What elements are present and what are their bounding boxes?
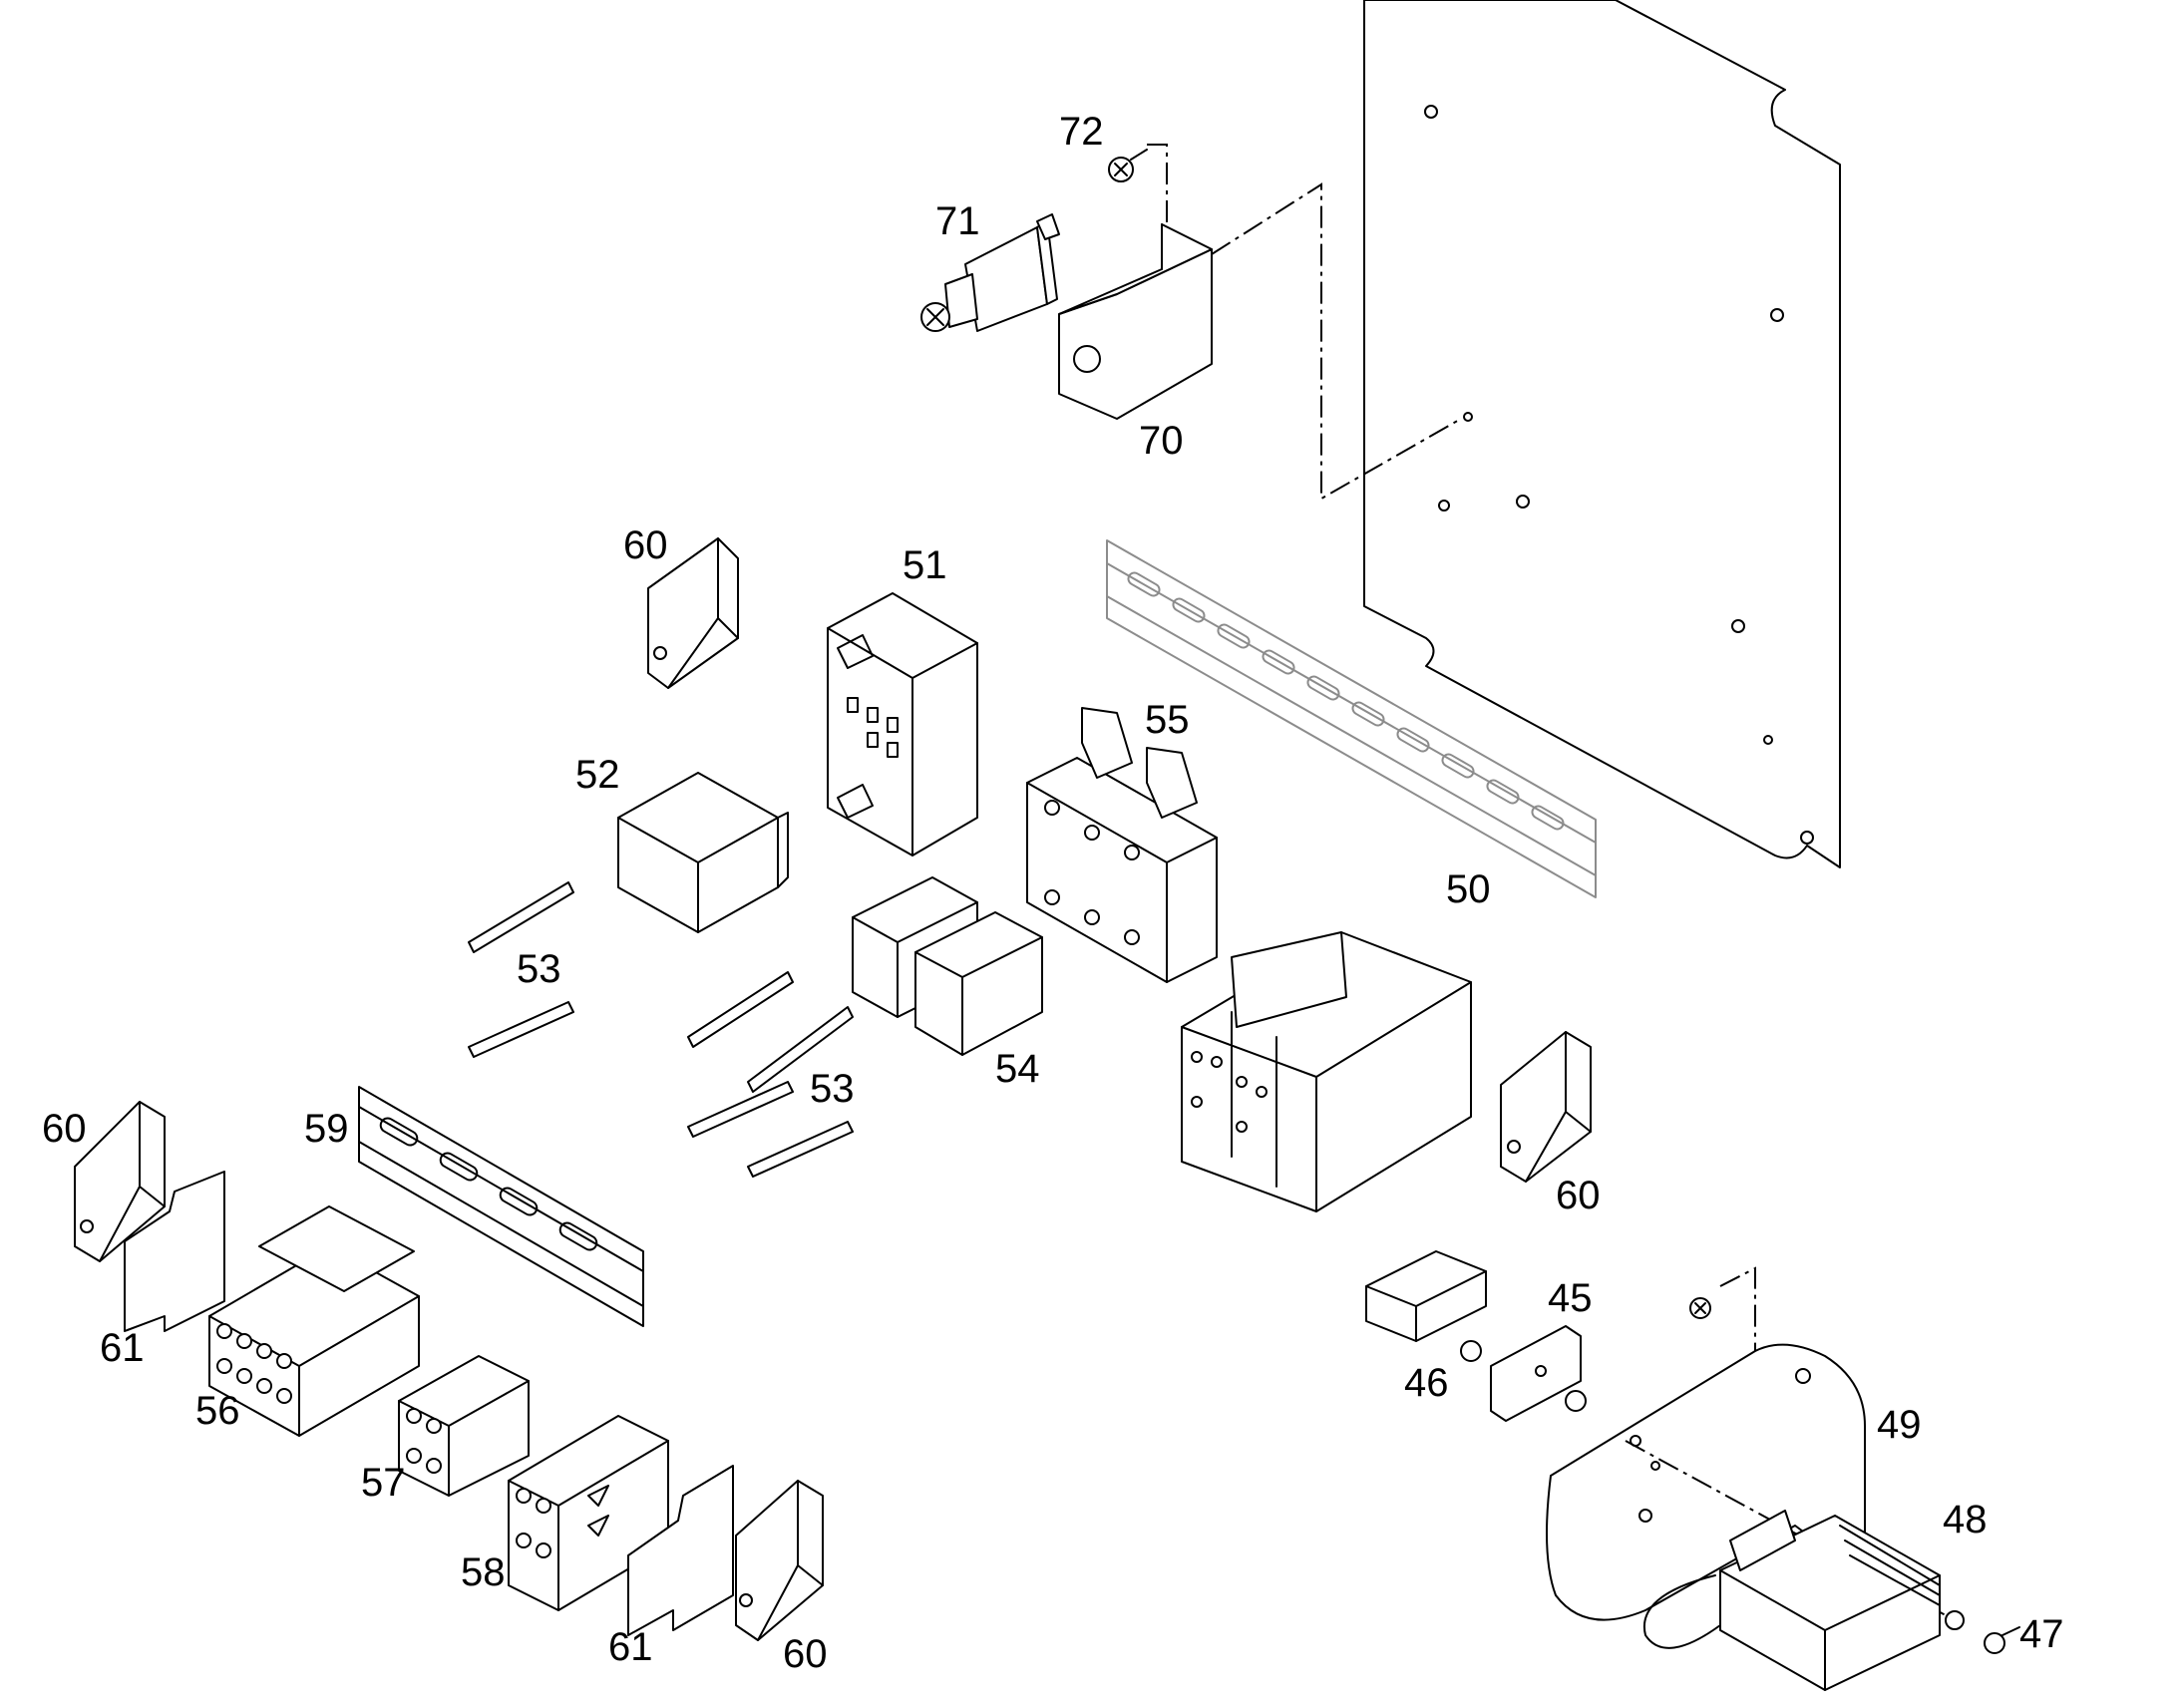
label-70: 70 — [1139, 419, 1184, 463]
push-switch-71 — [920, 213, 1060, 332]
connector-46-45 — [1365, 1250, 1587, 1422]
label-53-right: 53 — [810, 1067, 855, 1111]
label-52: 52 — [575, 753, 620, 797]
bracket-70 — [1058, 223, 1213, 420]
end-stop-60-left — [74, 1101, 166, 1262]
relay-base-55 — [1026, 707, 1218, 983]
relay-52 — [617, 772, 789, 933]
label-54: 54 — [995, 1047, 1040, 1091]
relays-54 — [852, 876, 1043, 1056]
heater-48 — [1642, 1510, 1941, 1691]
mounting-plate — [1363, 0, 1841, 868]
screw-47 — [1945, 1610, 2020, 1654]
label-49: 49 — [1877, 1403, 1922, 1447]
end-stop-60-right — [1500, 1031, 1592, 1183]
label-46: 46 — [1404, 1361, 1449, 1405]
label-51: 51 — [903, 543, 947, 587]
label-61-bottom: 61 — [608, 1625, 653, 1669]
screw-72 — [1108, 149, 1148, 182]
end-plate-61-left — [124, 1171, 225, 1332]
din-rail-59 — [358, 1086, 644, 1327]
label-50: 50 — [1446, 867, 1491, 911]
label-61-left: 61 — [100, 1326, 145, 1370]
label-56: 56 — [195, 1389, 240, 1433]
clips-53 — [468, 881, 854, 1178]
label-60-top: 60 — [623, 523, 668, 567]
label-71: 71 — [935, 199, 980, 243]
label-60-left: 60 — [42, 1107, 87, 1151]
end-stop-60-top — [647, 537, 739, 689]
plate-49 — [1546, 1343, 1866, 1621]
module-50 — [1181, 931, 1472, 1212]
label-48: 48 — [1943, 1498, 1988, 1541]
label-47: 47 — [2019, 1612, 2064, 1656]
label-55: 55 — [1145, 698, 1190, 742]
part-labels: 72 71 70 60 51 55 52 50 53 53 54 60 59 6… — [42, 110, 2064, 1676]
label-53-left: 53 — [517, 947, 561, 991]
label-58: 58 — [461, 1550, 506, 1594]
label-60-right: 60 — [1556, 1174, 1601, 1217]
label-57: 57 — [361, 1461, 406, 1505]
label-45: 45 — [1548, 1276, 1593, 1320]
label-59: 59 — [304, 1107, 349, 1151]
label-60-bottom: 60 — [783, 1632, 828, 1676]
screw-49 — [1689, 1297, 1711, 1319]
relay-base-51 — [827, 592, 978, 856]
terminal-block-56 — [208, 1205, 420, 1437]
terminal-57 — [398, 1355, 530, 1497]
end-stop-60-bottom — [735, 1480, 824, 1641]
label-72: 72 — [1059, 110, 1104, 154]
end-plate-61-bottom — [627, 1465, 734, 1636]
din-rail-top — [1106, 539, 1597, 898]
